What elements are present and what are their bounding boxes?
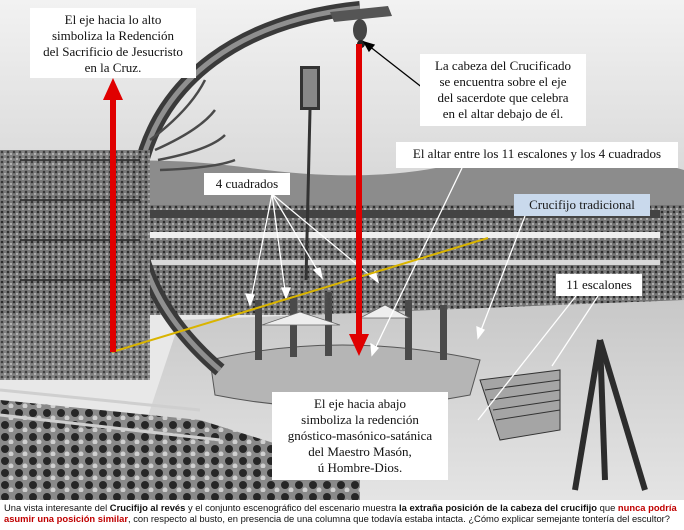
caption-text: y el conjunto escenográfico del escenari…	[185, 502, 400, 513]
decorative-plumes	[149, 79, 236, 172]
caption-text: Una vista interesante del	[4, 502, 110, 513]
stairs	[479, 369, 561, 441]
diagonal-axis-line	[111, 237, 489, 353]
callout-crucifijo-tradicional: Crucifijo tradicional	[514, 194, 650, 216]
callout-line: El altar entre los 11 escalones y los 4 …	[412, 146, 662, 161]
scaffolding	[0, 150, 150, 380]
callout-line: 4 cuadrados	[215, 176, 279, 191]
tripod-structure	[572, 339, 648, 491]
callout-line: Crucifijo tradicional	[529, 197, 635, 212]
axis-down-arrow	[349, 44, 369, 356]
callout-line: del Maestro Masón,	[308, 444, 412, 459]
callout-line: La cabeza del Crucificado	[434, 58, 572, 73]
caption-emphasis: nunca podría asumir una posición similar	[4, 502, 677, 524]
caption-bold: Crucifijo al revés	[109, 502, 186, 513]
callout-line: El eje hacia abajo	[313, 396, 407, 411]
callout-eje-alto: El eje hacia lo alto simboliza la Redenc…	[30, 8, 196, 78]
callout-line: simboliza la Redención	[51, 28, 175, 43]
callout-line: El eje hacia lo alto	[64, 12, 162, 27]
caption-text: , con respecto al busto, en presencia de…	[128, 513, 670, 524]
canopies	[261, 304, 411, 326]
callout-line: del Sacrificio de Jesucristo	[43, 44, 183, 59]
callout-line: simboliza la redención	[301, 412, 419, 427]
callout-line: se encuentra sobre el eje	[439, 74, 567, 89]
callout-line: gnóstico-masónico-satánica	[287, 428, 433, 443]
callout-line: del sacerdote que celebra	[437, 90, 569, 105]
axis-up-arrow	[103, 78, 123, 352]
callout-altar: El altar entre los 11 escalones y los 4 …	[396, 142, 678, 168]
stadium-photo: El eje hacia lo alto simboliza la Redenc…	[0, 0, 684, 500]
callout-cabeza: La cabeza del Crucificado se encuentra s…	[420, 54, 586, 126]
photo-illustration	[0, 0, 684, 500]
annotation-arrows	[245, 40, 599, 421]
callout-line: en la Cruz.	[84, 60, 142, 75]
figure-caption: Una vista interesante del Crucifijo al r…	[4, 502, 682, 524]
callout-cuadrados: 4 cuadrados	[204, 173, 290, 195]
callout-line: en el altar debajo de él.	[442, 106, 564, 121]
callout-eje-abajo: El eje hacia abajo simboliza la redenció…	[272, 392, 448, 480]
callout-escalones: 11 escalones	[556, 274, 642, 296]
caption-bold: la extraña posición de la cabeza del cru…	[399, 502, 598, 513]
foreground-benches	[0, 388, 221, 442]
callout-line: ú Hombre-Dios.	[317, 460, 403, 475]
stand-arcades	[120, 210, 660, 265]
callout-line: 11 escalones	[566, 277, 632, 292]
caption-text: que	[597, 502, 618, 513]
